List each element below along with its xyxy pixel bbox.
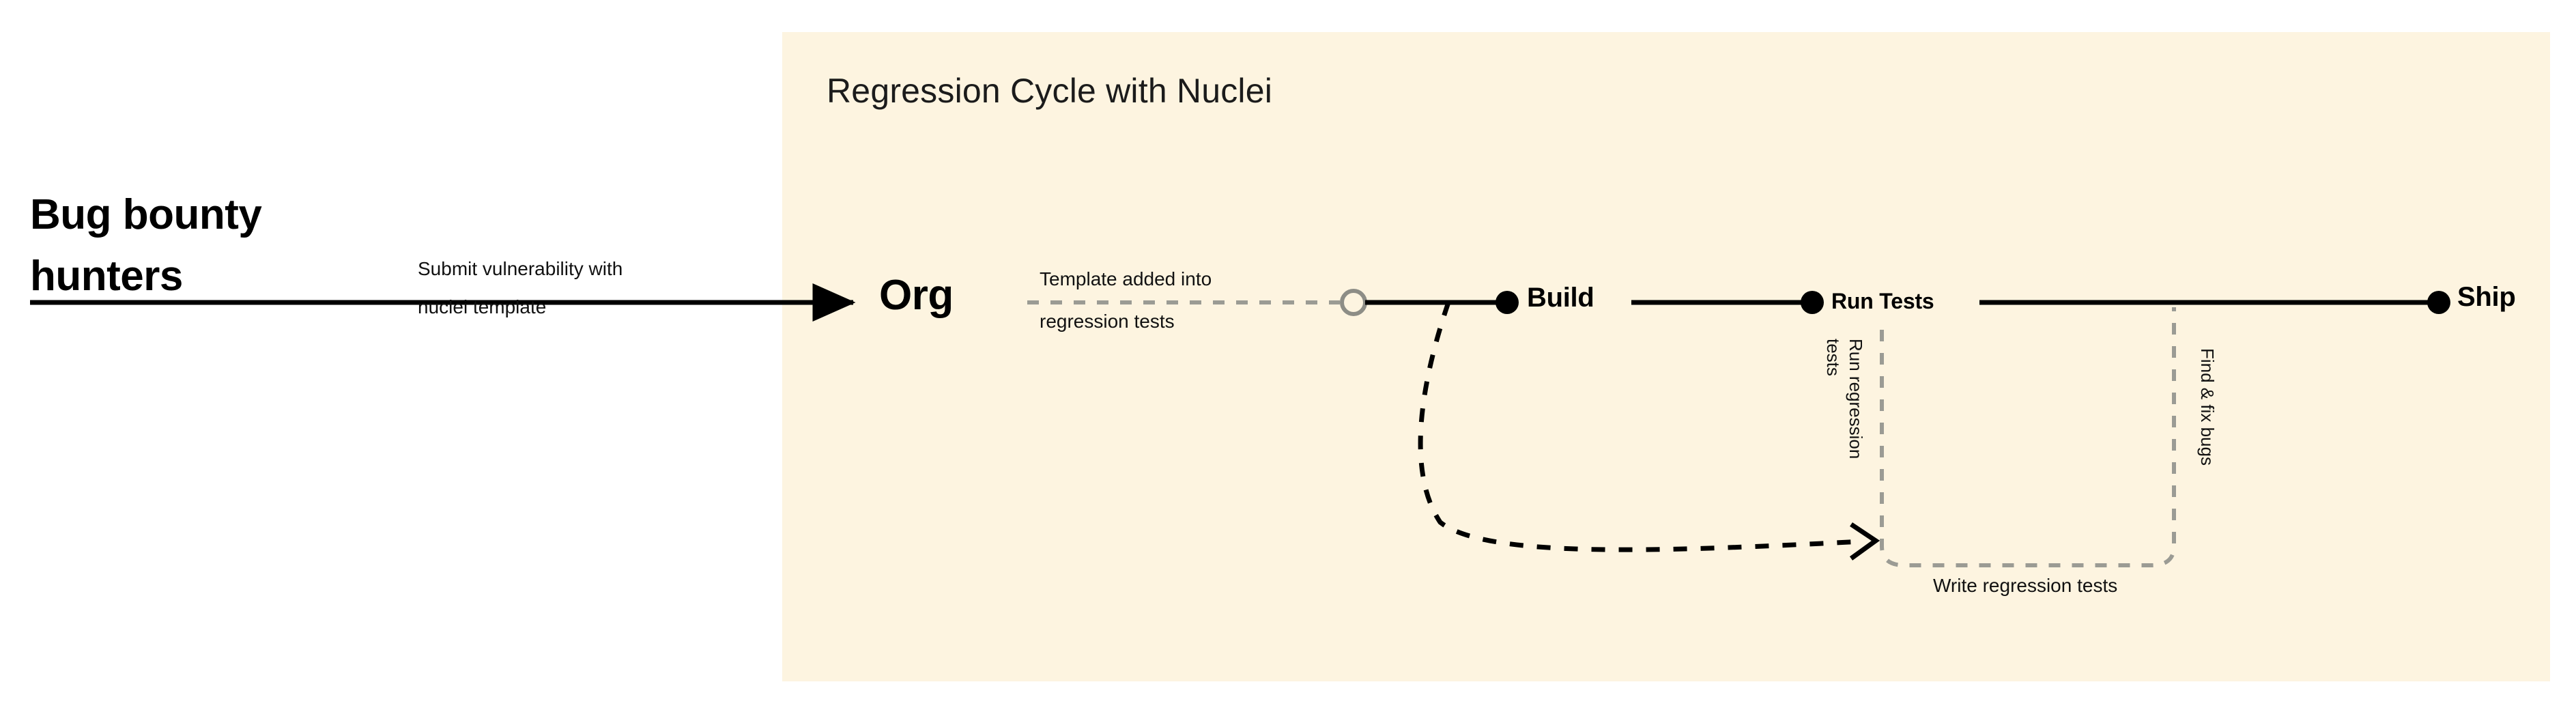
annotation-run-regression-tests: Run regression tests	[1822, 339, 1867, 459]
regression-cycle-panel	[782, 32, 2550, 681]
submit-caption-line2: nuclei template	[418, 296, 547, 317]
annotation-find-and-fix-bugs: Find & fix bugs	[2197, 348, 2218, 466]
node-label-run-tests: Run Tests	[1831, 289, 1934, 313]
run-regression-line2: tests	[1823, 339, 1844, 376]
actor-label-line2: hunters	[30, 252, 183, 300]
template-caption-line1: Template added into	[1040, 268, 1212, 289]
page-title: Regression Cycle with Nuclei	[827, 72, 1273, 110]
run-regression-line1: Run regression	[1846, 339, 1866, 459]
submit-caption-line1: Submit vulnerability with	[418, 258, 623, 279]
node-label-ship: Ship	[2457, 282, 2516, 312]
edge-label-submit-vulnerability: Submit vulnerability with nuclei templat…	[418, 250, 773, 326]
node-label-build: Build	[1527, 283, 1594, 313]
edge-label-template-added: Template added into regression tests	[1040, 258, 1354, 342]
template-caption-line2: regression tests	[1040, 310, 1175, 332]
node-label-org: Org	[879, 272, 954, 319]
annotation-write-regression-tests: Write regression tests	[1933, 575, 2118, 596]
actor-bug-bounty-hunters: Bug bounty hunters	[30, 184, 412, 307]
actor-label-line1: Bug bounty	[30, 191, 262, 238]
